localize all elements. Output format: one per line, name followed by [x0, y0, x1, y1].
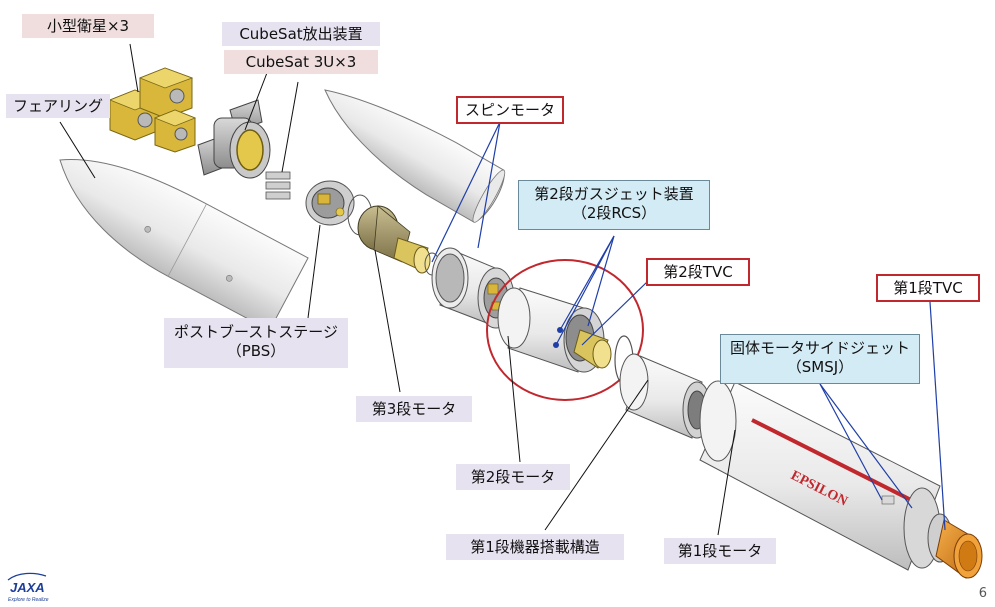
page-number: 6 [978, 586, 987, 601]
label-stage2-tvc: 第2段TVC [646, 258, 750, 286]
label-stage3-motor: 第3段モータ [356, 396, 472, 422]
label-stage2-rcs: 第2段ガスジェット装置 （2段RCS） [518, 180, 710, 230]
label-stage2-rcs-line2: （2段RCS） [571, 204, 657, 222]
stage3-motor [357, 205, 440, 276]
cubesat-dispenser [197, 99, 271, 179]
label-pbs-line1: ポストブーストステージ [174, 323, 338, 341]
label-stage1-tvc: 第1段TVC [876, 274, 980, 302]
post-boost-stage [305, 180, 373, 236]
small-satellites [108, 67, 197, 153]
label-fairing: フェアリング [6, 94, 110, 118]
stage1-motor: EPSILON [699, 380, 983, 579]
label-stage1-equipment-structure: 第1段機器搭載構造 [446, 534, 624, 560]
label-stage2-motor: 第2段モータ [456, 464, 570, 490]
satellite-box [138, 67, 194, 119]
satellite-box [153, 109, 197, 153]
label-small-satellites: 小型衛星×3 [22, 14, 154, 38]
label-stage1-motor: 第1段モータ [664, 538, 776, 564]
jaxa-logo-tagline: Explore to Realize [8, 597, 49, 603]
label-smsj-line2: （SMSJ） [786, 358, 854, 376]
fairing-half-lower [59, 159, 309, 331]
label-smsj: 固体モータサイドジェット （SMSJ） [720, 334, 920, 384]
leader-lines-blue [431, 121, 946, 531]
jaxa-logo-text: JAXA [10, 580, 45, 595]
stage2-highlight-circle [486, 259, 644, 401]
label-stage2-rcs-line1: 第2段ガスジェット装置 [534, 185, 694, 203]
stage2-motor [497, 287, 612, 373]
stage1-equipment-structure [619, 353, 712, 439]
label-cubesat-3u: CubeSat 3U×3 [224, 50, 378, 74]
cubesat-3u-units [265, 171, 291, 200]
label-smsj-line1: 固体モータサイドジェット [729, 339, 910, 357]
label-post-boost-stage: ポストブーストステージ （PBS） [164, 318, 348, 368]
label-pbs-line2: （PBS） [226, 342, 286, 360]
jaxa-logo: JAXA Explore to Realize [7, 572, 49, 603]
label-cubesat-dispenser: CubeSat放出装置 [222, 22, 380, 46]
label-spin-motor: スピンモータ [456, 96, 564, 124]
fairing-half-upper [324, 89, 506, 223]
